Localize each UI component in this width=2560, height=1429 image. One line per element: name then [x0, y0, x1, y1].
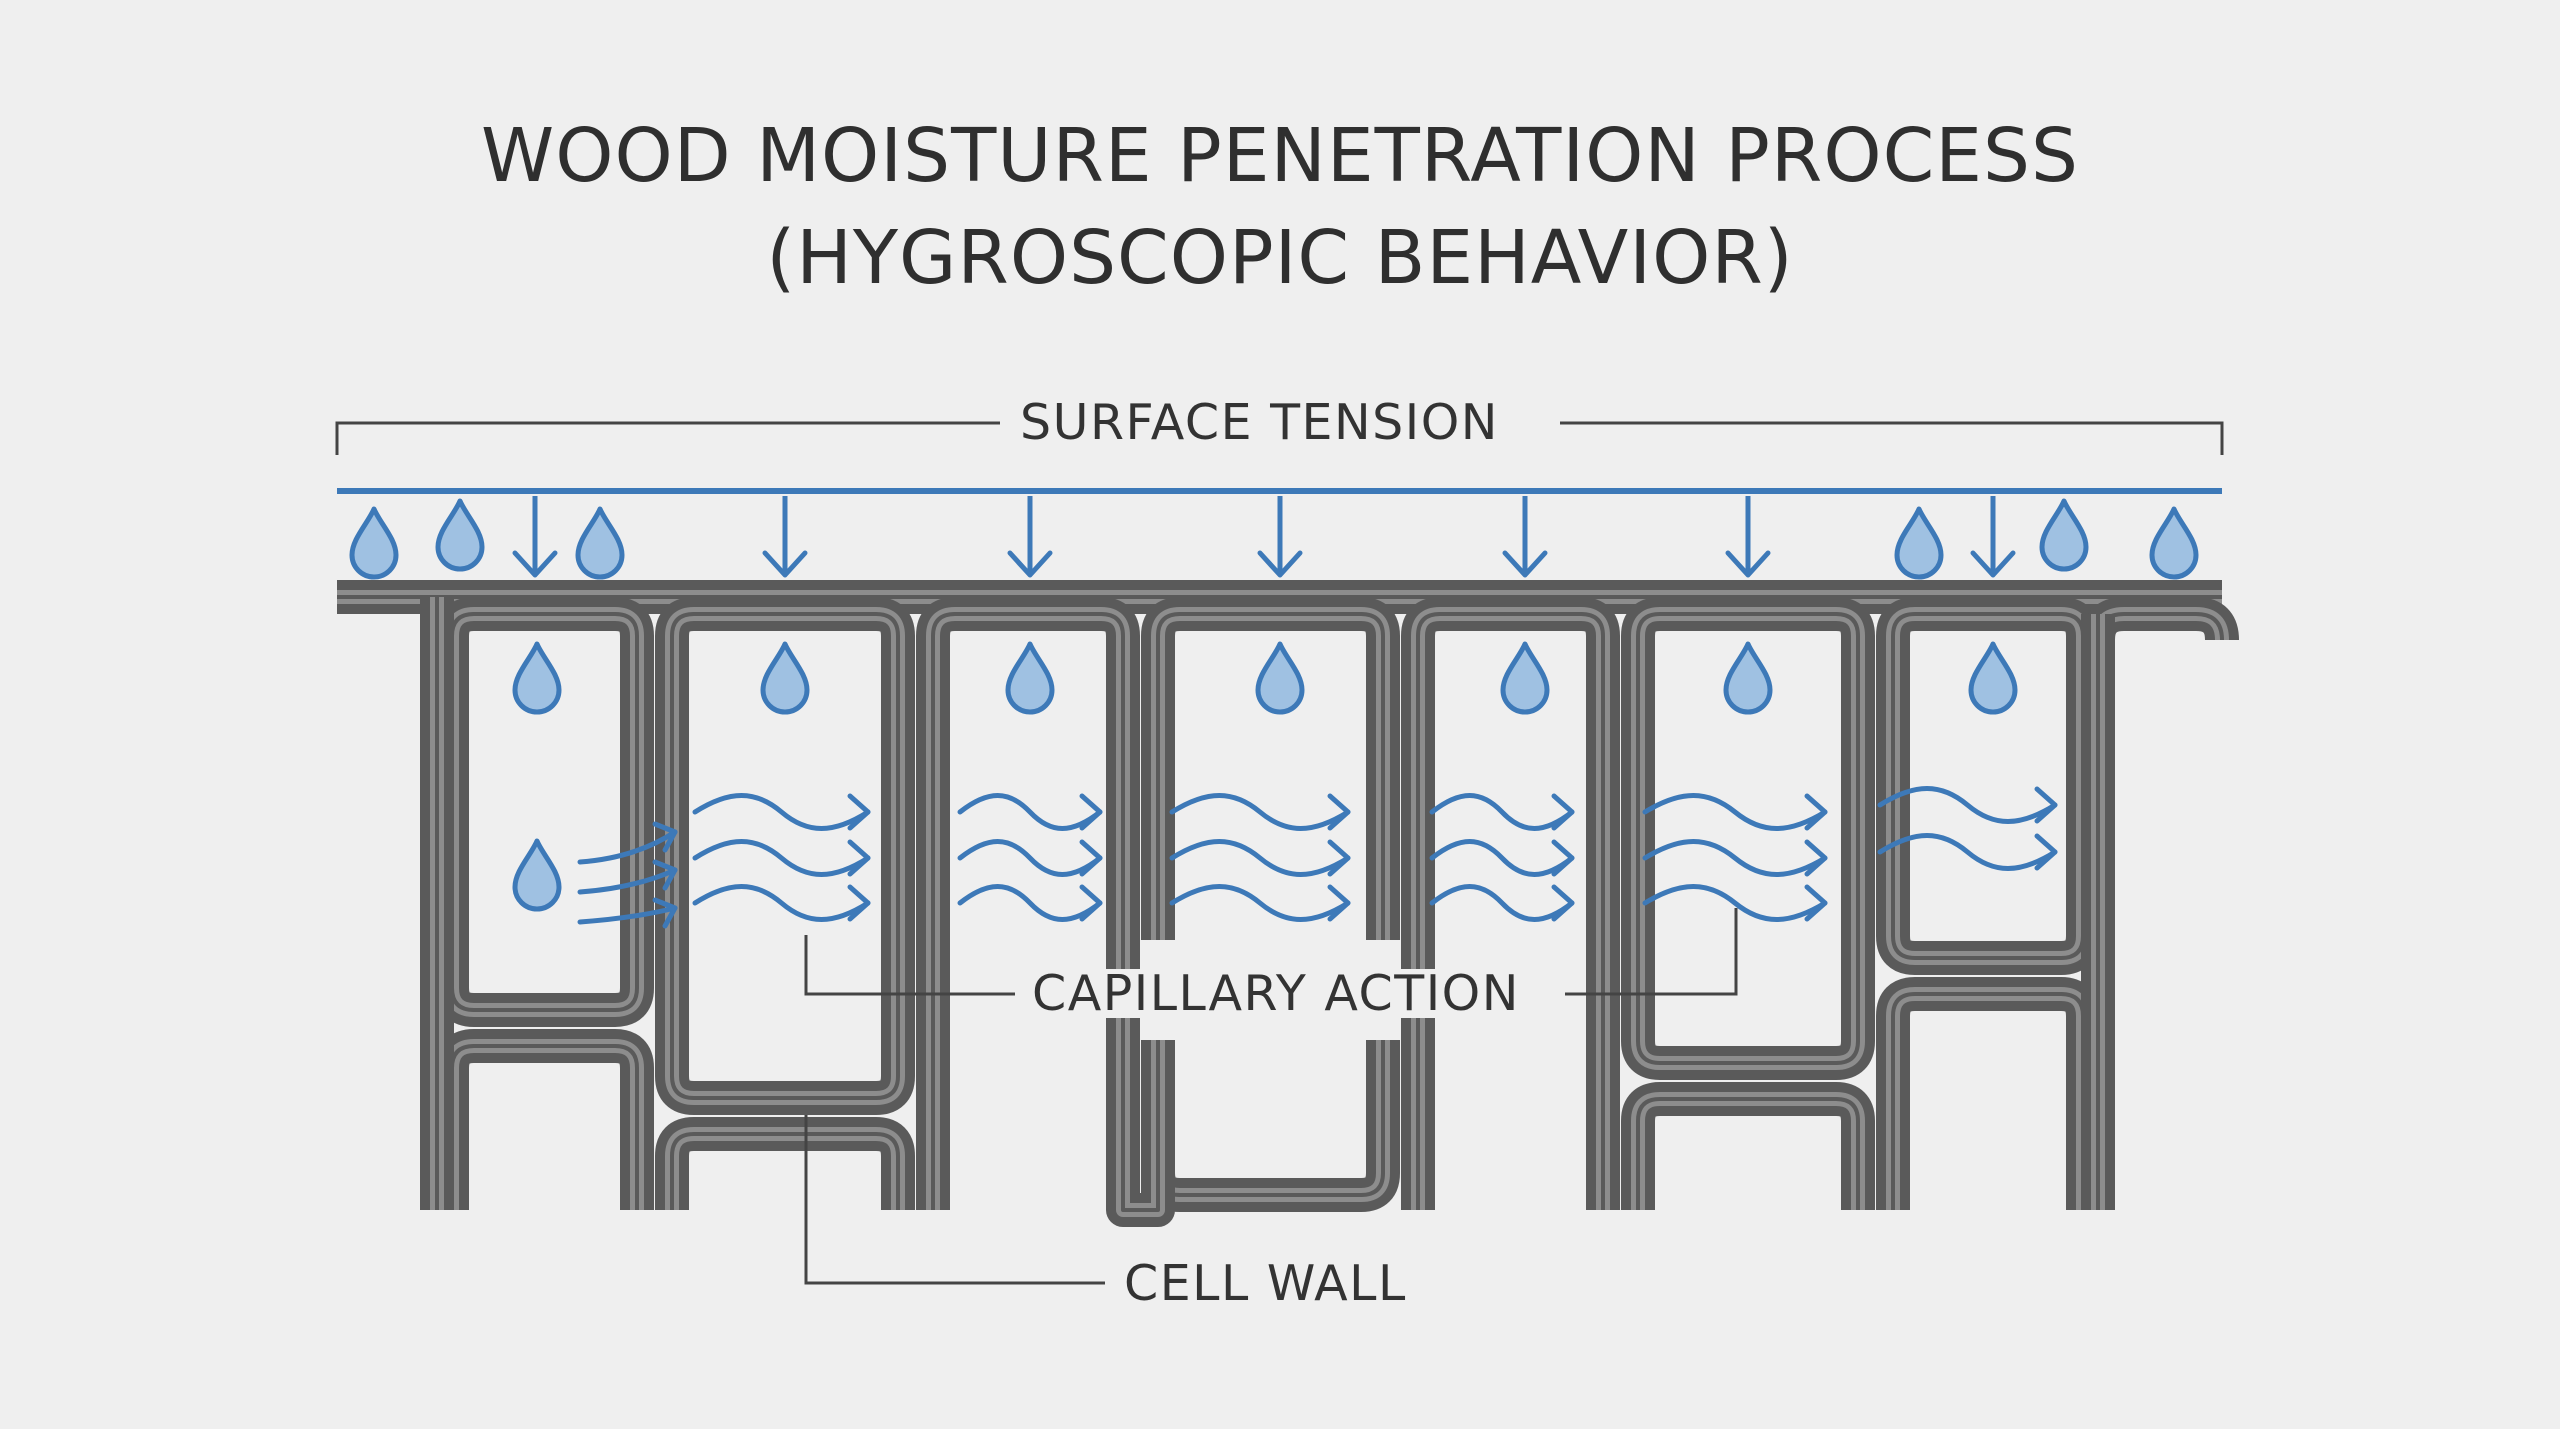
water-drop-icon — [2039, 498, 2089, 572]
water-drop-icon — [1500, 641, 1550, 715]
cell-6 — [1621, 597, 1875, 1080]
arrow-down-icon — [1725, 496, 1771, 578]
wavy-arrow-icon — [1877, 786, 2058, 824]
water-drop-icon — [1255, 641, 1305, 715]
water-drop-icon — [512, 838, 562, 912]
wavy-arrow-icon — [1642, 884, 1828, 922]
down-arrows — [512, 496, 2016, 578]
wavy-arrow-icon — [692, 793, 871, 831]
wavy-arrow-icon — [1169, 793, 1351, 831]
arrow-down-icon — [762, 496, 808, 578]
wavy-arrow-icon — [957, 793, 1103, 831]
wavy-arrow-icon — [1642, 839, 1828, 877]
cell-4-lower — [1141, 1040, 1400, 1212]
cell-wall-structure — [337, 580, 2239, 1228]
wavy-arrow-icon — [577, 897, 678, 929]
water-drop-icon — [760, 641, 810, 715]
water-drop-icon — [349, 506, 399, 580]
water-drops — [349, 498, 2199, 912]
cell-wall-label: CELL WALL — [1112, 1259, 1419, 1308]
water-drop-icon — [1723, 641, 1773, 715]
wavy-arrow-icon — [1429, 884, 1575, 922]
wavy-arrow-icon — [1642, 793, 1828, 831]
wavy-arrow-icon — [957, 884, 1103, 922]
wavy-arrow-icon — [1429, 793, 1575, 831]
cell-5 — [1401, 597, 1620, 940]
cell-1-lower — [435, 1029, 654, 1210]
capillary-action-label: CAPILLARY ACTION — [1020, 969, 1532, 1018]
arrow-down-icon — [1257, 496, 1303, 578]
water-drop-icon — [435, 498, 485, 572]
title-line-1: WOOD MOISTURE PENETRATION PROCESS — [481, 113, 2079, 199]
wavy-arrow-icon — [1169, 839, 1351, 877]
title-line-2: (HYGROSCOPIC BEHAVIOR) — [766, 215, 1794, 301]
wavy-arrow-icon — [1877, 833, 2058, 871]
arrow-down-icon — [1502, 496, 1548, 578]
label-leader-lines — [804, 908, 1738, 1285]
arrow-down-icon — [1007, 496, 1053, 578]
wavy-arrow-icon — [692, 839, 871, 877]
surface-tension-bracket — [335, 421, 2224, 455]
cell-2 — [655, 597, 915, 1115]
arrow-down-icon — [512, 496, 558, 578]
wavy-arrow-icon — [1429, 839, 1575, 877]
wavy-arrow-icon — [577, 821, 678, 865]
water-drop-icon — [1968, 641, 2018, 715]
cell-7 — [1876, 597, 2100, 975]
water-drop-icon — [1894, 506, 1944, 580]
cell-2-lower — [655, 1117, 915, 1210]
wavy-arrow-icon — [1169, 884, 1351, 922]
cell-4 — [1141, 597, 1400, 940]
capillary-wavy-arrows — [577, 786, 2058, 929]
cell-6-lower — [1621, 1082, 1875, 1210]
cell-4-gap — [1105, 1040, 1175, 1228]
cell-7-lower — [1876, 977, 2100, 1210]
water-drop-icon — [512, 641, 562, 715]
wavy-arrow-icon — [577, 859, 678, 895]
arrow-down-icon — [1970, 496, 2016, 578]
wavy-arrow-icon — [957, 839, 1103, 877]
page-title: WOOD MOISTURE PENETRATION PROCESS (HYGRO… — [0, 105, 2560, 309]
water-drop-icon — [2149, 506, 2199, 580]
wavy-arrow-icon — [692, 884, 871, 922]
water-drop-icon — [1005, 641, 1055, 715]
water-drop-icon — [575, 506, 625, 580]
surface-tension-label: SURFACE TENSION — [1008, 398, 1511, 447]
cell-3 — [916, 597, 1140, 940]
right-post — [2081, 597, 2239, 1210]
